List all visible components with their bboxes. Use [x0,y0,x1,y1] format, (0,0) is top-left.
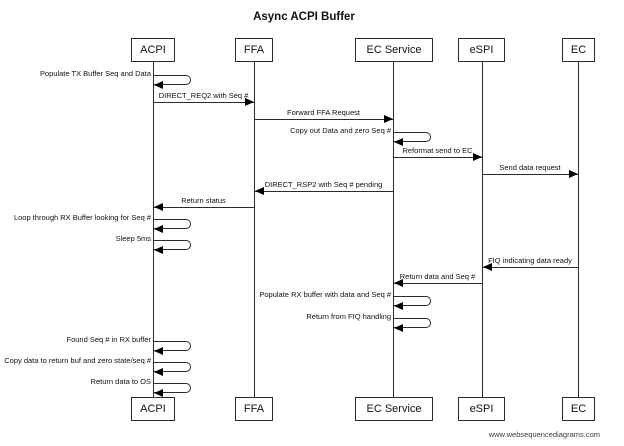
lifeline-ec [578,62,579,397]
actor-label: EC Service [366,44,422,56]
arrowhead-icon [154,389,163,397]
message-label: Reformat send to EC [402,146,473,155]
message-label: Populate TX Buffer Seq and Data [39,69,151,78]
actor-label: EC [570,44,587,56]
watermark: www.websequencediagrams.com [488,430,600,439]
self-loop [153,362,191,372]
message-line [393,157,482,158]
message-label: Forward FFA Request [287,108,360,117]
actor-label: ACPI [140,44,166,56]
self-loop [393,296,431,306]
message-label: Send data request [499,163,561,172]
arrowhead-icon [569,170,578,178]
arrowhead-icon [394,279,403,287]
actor-top-ec-service: EC Service [355,38,433,62]
arrowhead-icon [255,187,264,195]
self-loop [153,383,191,393]
message-label: Loop through RX Buffer looking for Seq # [13,213,151,222]
message-label: Populate RX buffer with data and Seq # [259,290,391,299]
arrowhead-icon [394,138,403,146]
actor-label: FFA [243,403,265,415]
message-label: FIQ indicating data ready [488,256,572,265]
arrowhead-icon [154,368,163,376]
arrowhead-icon [473,153,482,161]
actor-bottom-espi: eSPI [458,397,505,421]
self-loop [153,240,191,250]
message-label: Return from FIQ handling [306,312,391,321]
message-label: Copy data to return buf and zero state/s… [4,356,151,365]
message-line [153,102,254,103]
message-line [153,207,254,208]
actor-label: EC [570,403,587,415]
actor-top-ffa: FFA [235,38,273,62]
message-label: DIRECT_RSP2 with Seq # pending [264,180,383,189]
arrowhead-icon [483,263,492,271]
actor-label: FFA [243,44,265,56]
actor-top-ec: EC [562,38,595,62]
message-label: Return status [181,196,226,205]
actor-top-acpi: ACPI [131,38,175,62]
actor-label: eSPI [469,403,494,415]
actor-bottom-acpi: ACPI [131,397,175,421]
arrowhead-icon [384,115,393,123]
actor-bottom-ec-service: EC Service [355,397,433,421]
lifeline-espi [482,62,483,397]
actor-label: ACPI [140,403,166,415]
message-label: Return data to OS [90,377,151,386]
message-line [254,119,393,120]
arrowhead-icon [245,98,254,106]
arrowhead-icon [394,302,403,310]
arrowhead-icon [154,203,163,211]
self-loop [153,219,191,229]
self-loop [153,75,191,85]
arrowhead-icon [154,81,163,89]
arrowhead-icon [394,324,403,332]
message-line [254,191,393,192]
self-loop [393,318,431,328]
message-label: Found Seq # in RX buffer [66,335,152,344]
actor-bottom-ec: EC [562,397,595,421]
lifeline-ffa [254,62,255,397]
diagram-title: Async ACPI Buffer [253,11,355,23]
actor-label: eSPI [469,44,494,56]
actor-top-espi: eSPI [458,38,505,62]
lifeline-ec-service [393,62,394,397]
arrowhead-icon [154,225,163,233]
self-loop [393,132,431,142]
lifeline-acpi [153,62,154,397]
message-label: DIRECT_REQ2 with Seq # [158,91,249,100]
arrowhead-icon [154,246,163,254]
message-label: Return data and Seq # [399,272,476,281]
actor-label: EC Service [366,403,422,415]
actor-bottom-ffa: FFA [235,397,273,421]
message-line [482,174,578,175]
arrowhead-icon [154,347,163,355]
self-loop [153,341,191,351]
message-label: Sleep 5ms [115,234,151,243]
message-label: Copy out Data and zero Seq # [290,126,391,135]
message-line [482,267,578,268]
message-line [393,283,482,284]
